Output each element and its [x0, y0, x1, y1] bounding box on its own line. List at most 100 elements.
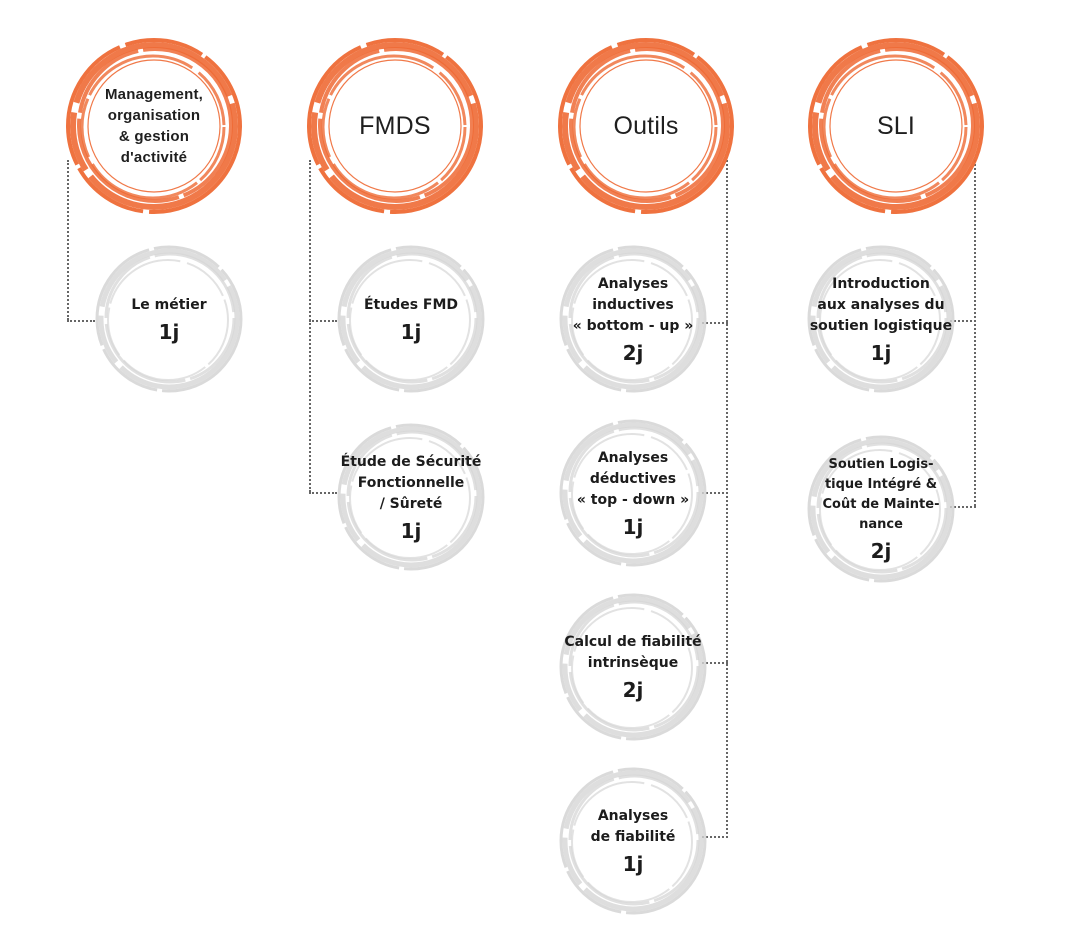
- course-title: Soutien Logis- tique Intégré & Coût de M…: [822, 457, 940, 532]
- head-circle-fmds: FMDS: [305, 36, 485, 216]
- ring-stroke: [87, 59, 221, 193]
- connector-sli-branch-1: [950, 320, 976, 322]
- ring-stroke: [819, 259, 941, 381]
- course-title: Analyses de fiabilité: [590, 808, 676, 845]
- connector-outils-branch-3: [702, 662, 728, 664]
- course-duration: 2j: [870, 539, 892, 563]
- ring-stroke: [328, 59, 462, 193]
- head-circle-outils: Outils: [556, 36, 736, 216]
- column-title: Management, organisation & gestion d'act…: [104, 86, 204, 166]
- ring-stroke: [337, 245, 485, 393]
- ring-stroke: [346, 430, 478, 562]
- head-ring-icon: [66, 38, 242, 214]
- ring-stroke: [562, 42, 730, 210]
- ring-stroke: [349, 259, 471, 381]
- connector-management-branch-1: [67, 320, 95, 322]
- ring-stroke: [337, 423, 485, 571]
- course-circle: Études FMD 1j: [336, 244, 486, 394]
- ring-stroke: [558, 38, 734, 214]
- course-ring-icon: [95, 245, 243, 393]
- ring-stroke: [66, 38, 242, 214]
- ring-stroke: [572, 54, 718, 200]
- connector-management: [67, 160, 69, 320]
- course-duration: 1j: [870, 340, 892, 365]
- course-duration: 1j: [622, 852, 644, 876]
- ring-stroke: [579, 59, 713, 193]
- course-ring-icon: [559, 593, 707, 741]
- course-circle: Analyses de fiabilité 1j: [558, 766, 708, 916]
- ring-stroke: [559, 593, 707, 741]
- course-circle: Soutien Logis- tique Intégré & Coût de M…: [806, 434, 956, 584]
- ring-stroke: [571, 781, 693, 903]
- connector-sli-branch-2: [950, 506, 976, 508]
- ring-stroke: [77, 47, 233, 203]
- connector-sli: [974, 160, 976, 506]
- ring-stroke: [810, 438, 952, 580]
- head-ring-icon: [808, 38, 984, 214]
- column-title: SLI: [876, 111, 916, 140]
- ring-stroke: [812, 42, 980, 210]
- ring-stroke: [562, 248, 704, 390]
- ring-stroke: [346, 252, 478, 384]
- ring-stroke: [318, 47, 474, 203]
- course-title: Calcul de fiabilité intrinsèque: [564, 634, 702, 671]
- column-title: FMDS: [359, 111, 431, 140]
- ring-stroke: [95, 245, 243, 393]
- head-ring-icon: [307, 38, 483, 214]
- ring-stroke: [559, 767, 707, 915]
- ring-stroke: [562, 422, 704, 564]
- column-title: Outils: [613, 111, 679, 140]
- ring-stroke: [340, 248, 482, 390]
- ring-stroke: [568, 774, 700, 906]
- course-circle: Calcul de fiabilité intrinsèque 2j: [558, 592, 708, 742]
- connector-outils-branch-4: [702, 836, 728, 838]
- course-ring-icon: [337, 423, 485, 571]
- course-duration: 1j: [400, 518, 422, 543]
- ring-stroke: [571, 433, 693, 555]
- ring-stroke: [568, 600, 700, 732]
- course-duration: 1j: [158, 319, 180, 344]
- course-ring-icon: [337, 245, 485, 393]
- course-duration: 2j: [622, 340, 644, 365]
- connector-fmds: [309, 160, 311, 492]
- ring-stroke: [822, 54, 968, 200]
- ring-stroke: [562, 596, 704, 738]
- ring-stroke: [571, 607, 693, 729]
- course-title: Le métier: [131, 296, 207, 313]
- course-ring-icon: [807, 245, 955, 393]
- course-circle: Analyses déductives « top - down » 1j: [558, 418, 708, 568]
- connector-outils-branch-2: [702, 492, 728, 494]
- course-ring-icon: [559, 419, 707, 567]
- ring-stroke: [810, 248, 952, 390]
- ring-stroke: [349, 437, 471, 559]
- ring-stroke: [80, 54, 226, 200]
- ring-stroke: [562, 770, 704, 912]
- ring-stroke: [808, 38, 984, 214]
- course-circle: Analyses inductives « bottom - up » 2j: [558, 244, 708, 394]
- ring-stroke: [816, 442, 948, 574]
- head-ring-icon: [558, 38, 734, 214]
- course-ring-icon: [559, 767, 707, 915]
- ring-stroke: [559, 245, 707, 393]
- course-title: Étude de Sécurité Fonctionnelle / Sûreté: [340, 453, 482, 512]
- course-ring-icon: [559, 245, 707, 393]
- ring-stroke: [568, 252, 700, 384]
- ring-stroke: [311, 42, 479, 210]
- ring-stroke: [816, 252, 948, 384]
- ring-stroke: [559, 419, 707, 567]
- connector-fmds-branch-1: [309, 320, 337, 322]
- ring-stroke: [819, 449, 941, 571]
- ring-stroke: [70, 42, 238, 210]
- course-circle: Étude de Sécurité Fonctionnelle / Sûreté…: [336, 422, 486, 572]
- course-title: Analyses inductives « bottom - up »: [572, 275, 694, 334]
- ring-stroke: [104, 252, 236, 384]
- ring-stroke: [98, 248, 240, 390]
- ring-stroke: [340, 426, 482, 568]
- course-circle: Introduction aux analyses du soutien log…: [806, 244, 956, 394]
- connector-outils-branch-1: [702, 322, 728, 324]
- ring-stroke: [568, 426, 700, 558]
- connector-fmds-branch-2: [309, 492, 337, 494]
- ring-stroke: [819, 47, 975, 203]
- ring-stroke: [807, 435, 955, 583]
